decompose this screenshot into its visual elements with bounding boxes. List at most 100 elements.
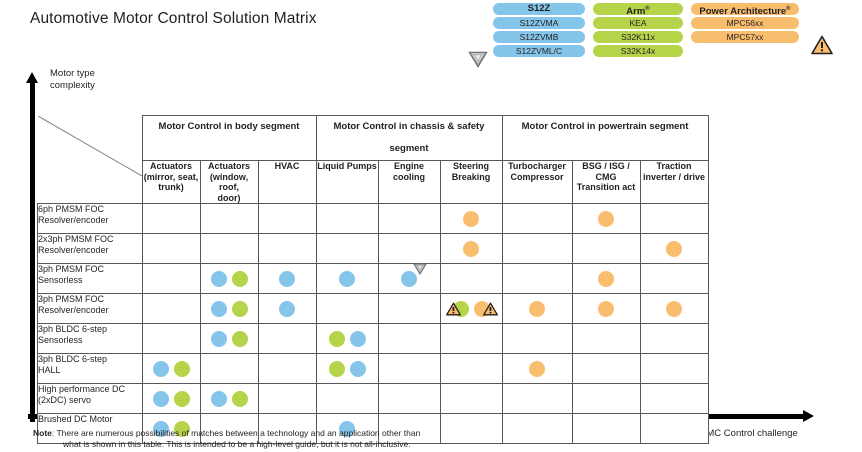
dot-group: [201, 294, 258, 323]
matrix-cell: [315, 323, 379, 354]
motor-type-row-label: High performance DC (2xDC) servo: [37, 383, 143, 414]
matrix-cell: [571, 413, 641, 444]
dot-group: [441, 264, 502, 293]
dot-group: [641, 204, 708, 233]
matrix-cell: [501, 323, 573, 354]
support-dot-blue: [349, 360, 366, 377]
dot-group: [379, 204, 440, 233]
support-dot-orange: [463, 240, 479, 257]
dot-group: [317, 324, 378, 353]
dot-group: [143, 234, 200, 263]
dot-group: [259, 234, 316, 263]
dot-group: [573, 264, 640, 293]
support-dot-orange: [598, 210, 614, 227]
dot-group: [317, 414, 378, 443]
motor-type-row-label: Brushed DC Motor: [37, 413, 143, 444]
motor-type-row-label: 3ph BLDC 6-step HALL: [37, 353, 143, 384]
matrix-cell: [141, 203, 201, 234]
matrix-cell: [571, 263, 641, 294]
matrix-row: Brushed DC Motor: [37, 413, 709, 444]
legend-header-power-architecture-text: Power Architecture: [699, 6, 787, 15]
warning-triangle-icon: [482, 302, 498, 318]
matrix-cell: [141, 383, 201, 414]
support-dot-blue: [210, 300, 227, 317]
matrix-cell: [571, 323, 641, 354]
matrix-cell: [377, 203, 441, 234]
dot-group: [259, 354, 316, 383]
legend-header-s12z: S12Z: [493, 3, 585, 15]
dot-group: [317, 234, 378, 263]
matrix-cell: [571, 203, 641, 234]
dot-group: [201, 384, 258, 413]
solution-matrix-table: Motor Control in body segment Motor Cont…: [37, 115, 709, 444]
matrix-cell: [439, 203, 503, 234]
matrix-cell: [501, 233, 573, 264]
segment-header-body: Motor Control in body segment: [141, 115, 317, 161]
dot-group: [503, 414, 572, 443]
matrix-cell: [439, 383, 503, 414]
dot-group: [503, 324, 572, 353]
legend-column-s12: S12Z S12ZVMA S12ZVMB S12ZVML/C: [493, 3, 585, 57]
matrix-row: 3ph BLDC 6-step Sensorless: [37, 323, 709, 354]
matrix-cell: [141, 413, 201, 444]
registered-mark: ®: [786, 6, 791, 12]
support-dot-orange: [529, 300, 545, 317]
matrix-row: 6ph PMSM FOC Resolver/encoder: [37, 203, 709, 234]
dot-group: [503, 294, 572, 323]
matrix-cell: [439, 413, 503, 444]
legend-item-s12zvmlc: S12ZVML/C: [493, 45, 585, 57]
matrix-cell: [257, 203, 317, 234]
matrix-cell: [257, 413, 317, 444]
matrix-cell: [501, 353, 573, 384]
app-header-actuators-window-roof-door: Actuators (window, roof, door): [199, 160, 259, 204]
shield-badge-icon: [413, 263, 427, 277]
corner-diagonal-line: [37, 115, 142, 204]
matrix-corner-cell: [37, 115, 143, 204]
matrix-cell: [439, 293, 503, 324]
support-dot-blue: [339, 270, 355, 287]
matrix-cell: [315, 383, 379, 414]
x-axis-arrowhead: [803, 410, 814, 422]
legend-shield-slot: [465, 3, 493, 68]
dot-group: [143, 264, 200, 293]
app-header-hvac: HVAC: [257, 160, 317, 204]
matrix-cell: [501, 203, 573, 234]
matrix-cell: [639, 263, 709, 294]
matrix-row: 3ph BLDC 6-step HALL: [37, 353, 709, 384]
matrix-cell: [439, 233, 503, 264]
support-dot-blue: [152, 420, 169, 437]
support-dot-green: [231, 270, 248, 287]
dot-group: [503, 234, 572, 263]
matrix-cell: [199, 353, 259, 384]
matrix-cell: [315, 353, 379, 384]
matrix-cell: [199, 203, 259, 234]
matrix-row: 2x3ph PMSM FOC Resolver/encoder: [37, 233, 709, 264]
dot-group: [259, 384, 316, 413]
matrix-cell: [439, 323, 503, 354]
dot-group: [441, 234, 502, 263]
matrix-cell: [571, 293, 641, 324]
dot-group: [441, 204, 502, 233]
matrix-cell: [141, 263, 201, 294]
dot-group: [641, 384, 708, 413]
support-dot-blue: [152, 360, 169, 377]
matrix-cell: [199, 263, 259, 294]
legend-item-mpc56xx: MPC56xx: [691, 17, 799, 29]
y-axis-arrow: [26, 72, 38, 422]
footnote-label: Note: [33, 428, 52, 438]
legend-item-s12zvma: S12ZVMA: [493, 17, 585, 29]
dot-group: [201, 204, 258, 233]
dot-group: [573, 354, 640, 383]
legend-header-power-architecture: Power Architecture®: [691, 3, 799, 15]
matrix-cell: [377, 323, 441, 354]
segment-header-chassis-safety: Motor Control in chassis & safety segmen…: [315, 115, 503, 161]
dot-group: [379, 234, 440, 263]
matrix-cell: [315, 233, 379, 264]
support-dot-blue: [210, 330, 227, 347]
footnote-line1: : There are numerous possibilities of ma…: [51, 428, 421, 438]
dot-group: [317, 264, 378, 293]
matrix-cell: [257, 263, 317, 294]
y-axis-shaft: [30, 80, 35, 422]
x-axis-label: Application / MC Control challenge: [652, 428, 798, 439]
app-header-traction-inverter-drive: Traction inverter / drive: [639, 160, 709, 204]
